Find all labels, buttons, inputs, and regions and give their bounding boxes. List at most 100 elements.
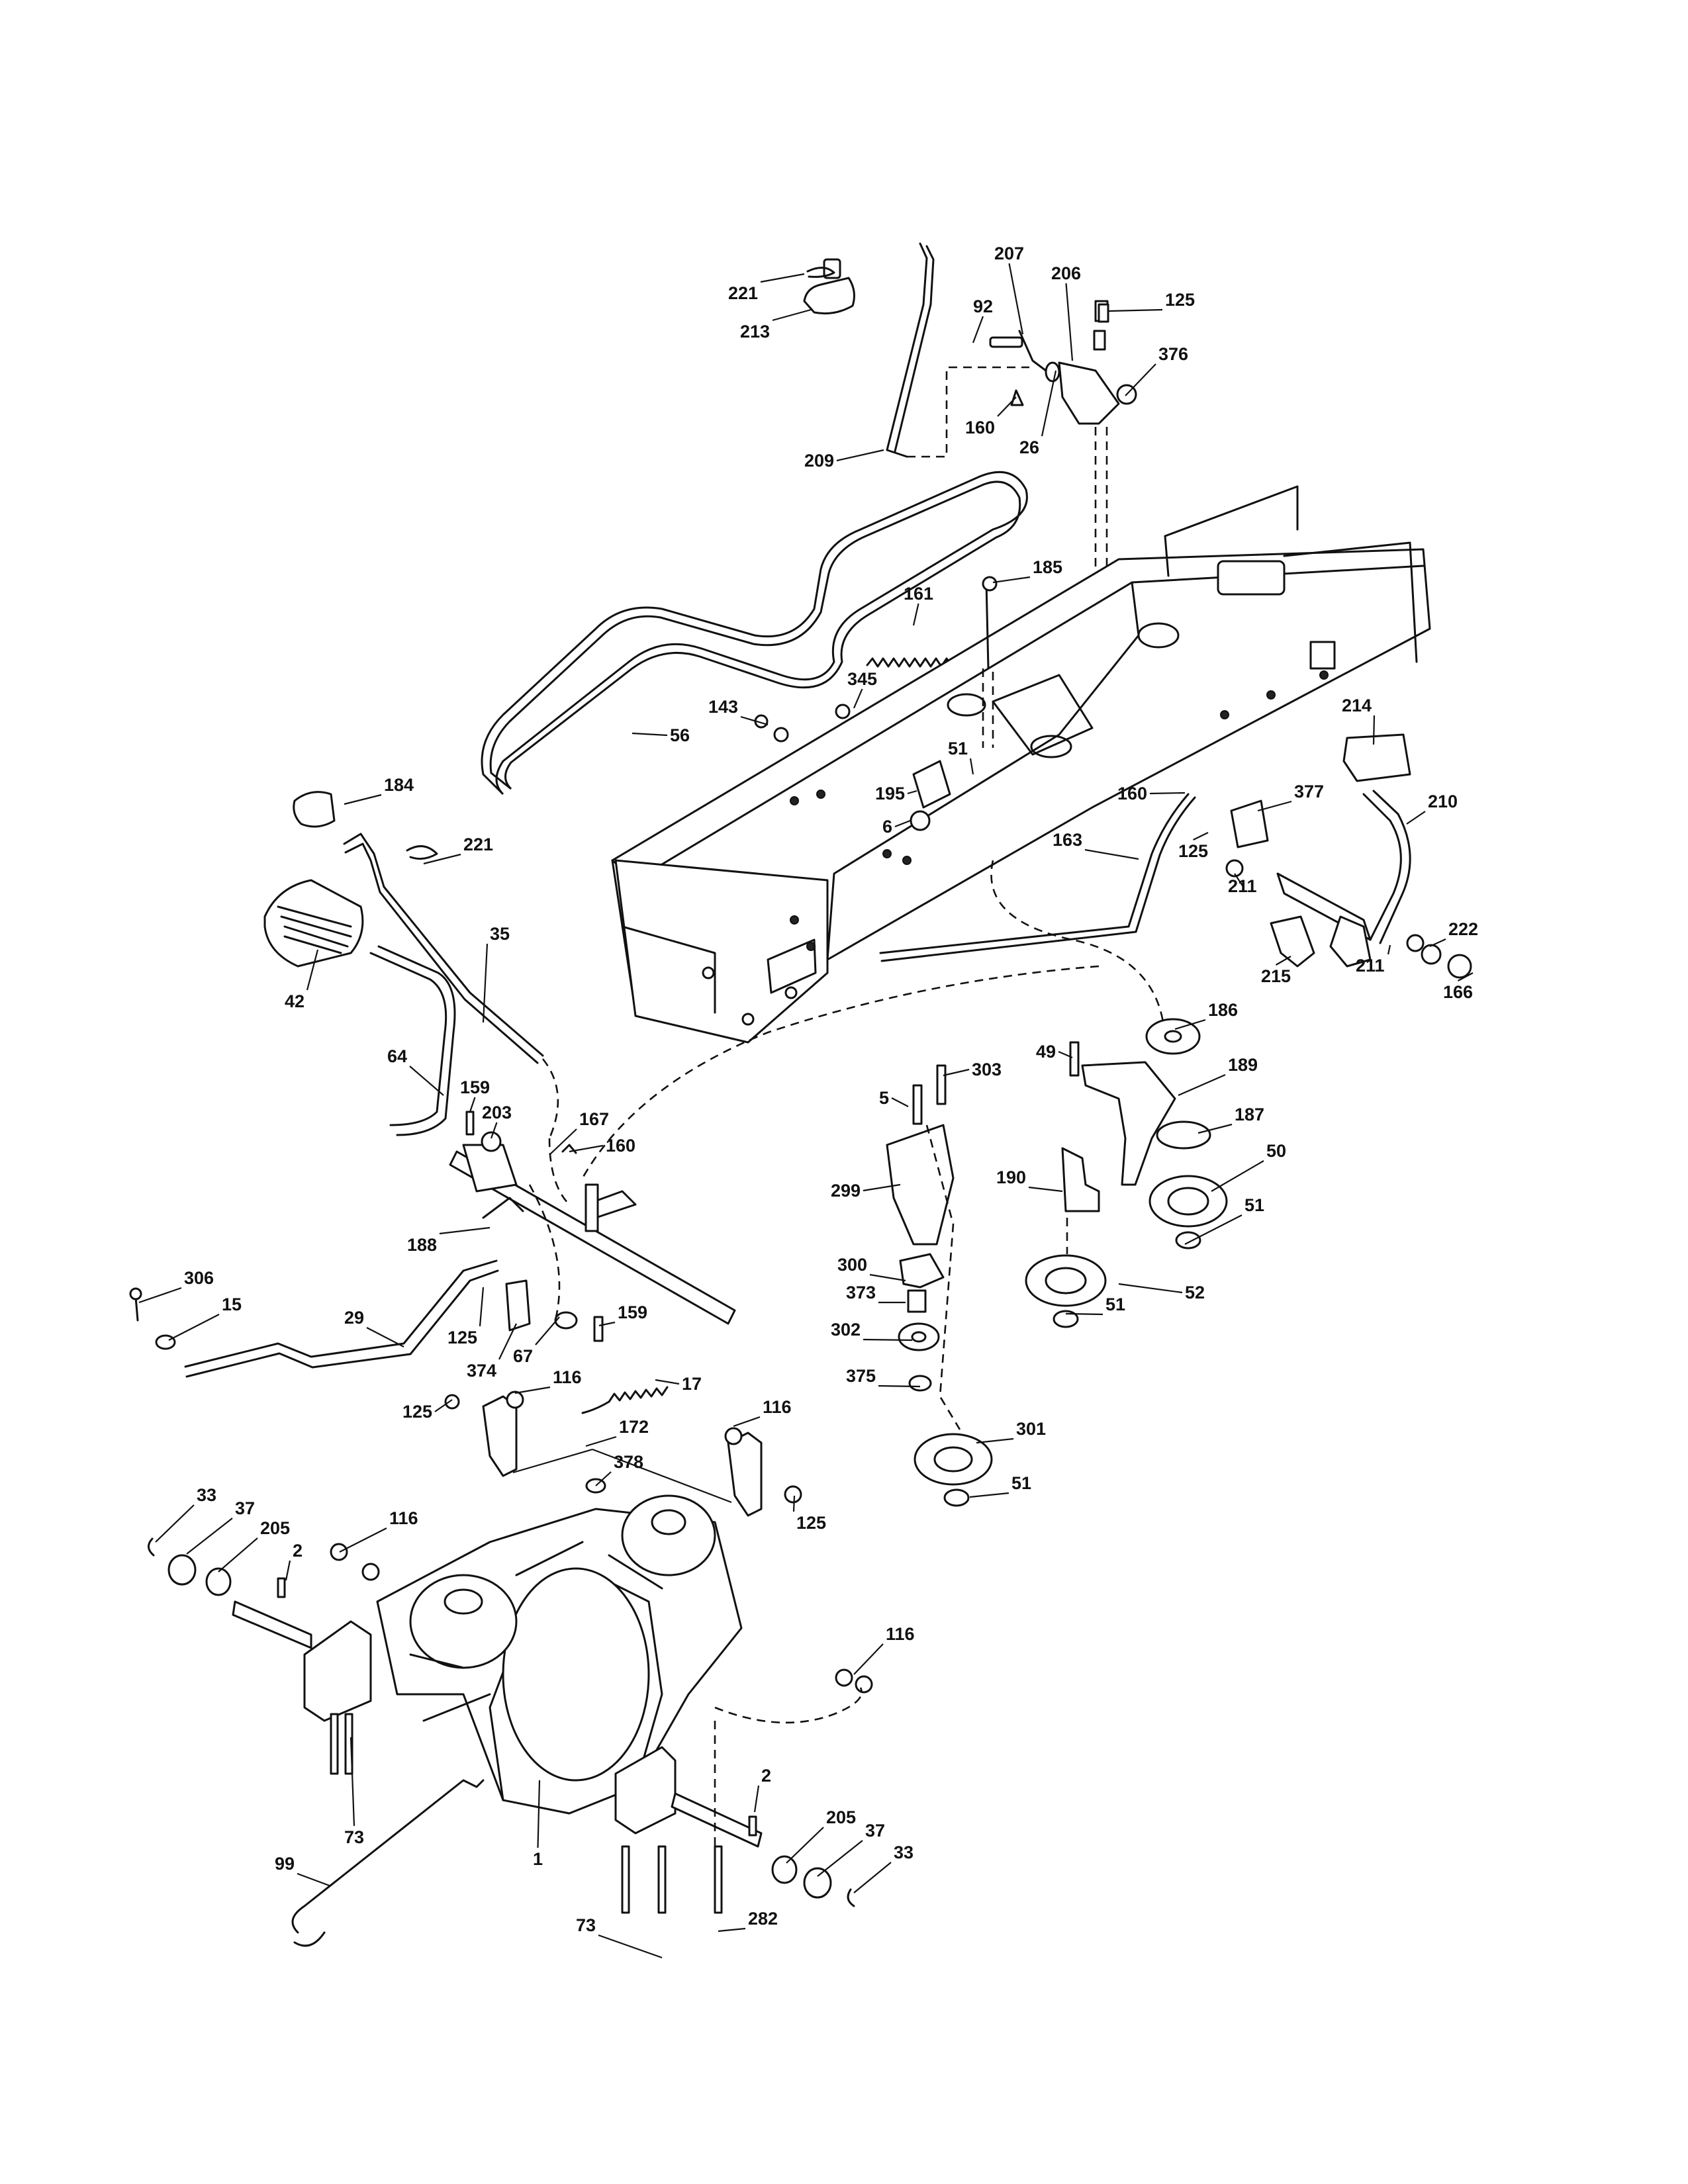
leader-l300: [869, 1273, 906, 1282]
leader-l374: [498, 1323, 517, 1360]
axle-left: [232, 1600, 312, 1649]
leader-l2b: [753, 1785, 760, 1813]
callout-l125d: 125: [402, 1402, 432, 1422]
callout-l213: 213: [740, 322, 770, 341]
callout-l190: 190: [996, 1167, 1026, 1187]
bracket-377: [1230, 799, 1269, 848]
tractor-frame: [611, 485, 1431, 1044]
leader-l125c: [479, 1287, 485, 1327]
callout-l211b: 211: [1356, 956, 1385, 976]
callout-l221b: 221: [463, 835, 493, 854]
leader-l116c: [339, 1527, 387, 1553]
shift-lever-group: [803, 242, 1137, 711]
callout-leaders: [138, 263, 1474, 1959]
leader-l1: [537, 1780, 541, 1848]
leader-l49: [1058, 1050, 1073, 1059]
callout-l166: 166: [1443, 982, 1473, 1002]
hair-pin-221b: [406, 845, 438, 860]
rod-29: [184, 1259, 498, 1368]
leader-l56: [632, 732, 668, 737]
callout-l2b: 2: [761, 1766, 771, 1786]
spring-17: [581, 1386, 669, 1414]
leader-l282: [718, 1927, 746, 1933]
callout-l33b: 33: [894, 1843, 914, 1862]
callout-l205a: 205: [260, 1518, 290, 1538]
callout-l300: 300: [837, 1255, 867, 1275]
latch-215: [1270, 915, 1315, 968]
leader-l73b: [598, 1934, 663, 1959]
leader-l210: [1406, 811, 1426, 825]
pulley-50: [1149, 1175, 1228, 1228]
callout-l42: 42: [285, 991, 305, 1011]
leader-l303: [943, 1068, 970, 1077]
leader-l116b: [733, 1416, 761, 1428]
callout-l5: 5: [879, 1088, 889, 1108]
bracket-299: [886, 1124, 955, 1246]
leader-l188: [439, 1226, 491, 1235]
callout-l67: 67: [513, 1346, 533, 1366]
callout-l222: 222: [1448, 919, 1478, 939]
callout-l51a: 51: [948, 739, 968, 758]
leader-l51a: [969, 758, 974, 775]
leader-l205a: [218, 1537, 258, 1572]
leader-l306: [138, 1287, 182, 1304]
leader-l125a: [1108, 308, 1163, 312]
shaft-188: [449, 1150, 736, 1325]
idler-pulley-group: [1025, 1018, 1228, 1328]
callout-l187: 187: [1235, 1105, 1264, 1124]
leader-l167: [549, 1128, 577, 1156]
callout-l184: 184: [384, 775, 414, 795]
leader-l92: [972, 316, 984, 343]
callout-l209: 209: [804, 451, 834, 471]
leader-l73a: [350, 1737, 355, 1827]
leader-l51d: [969, 1492, 1009, 1498]
leader-l203: [490, 1122, 498, 1139]
leader-l378: [595, 1471, 612, 1486]
callout-l29: 29: [344, 1308, 364, 1328]
callout-l159a: 159: [460, 1077, 490, 1097]
callout-l185: 185: [1033, 557, 1062, 577]
leader-l160b: [1149, 792, 1186, 795]
leader-l67: [535, 1316, 560, 1345]
callout-l125a: 125: [1165, 290, 1195, 310]
callout-l160c: 160: [606, 1136, 635, 1156]
drive-belt-56: [481, 471, 1028, 796]
leader-l33a: [155, 1504, 195, 1543]
shift-lever-rod: [886, 242, 928, 458]
callout-l51c: 51: [1105, 1295, 1125, 1314]
callout-l160a: 160: [965, 418, 995, 437]
callout-l116a: 116: [553, 1367, 582, 1387]
knob-184: [293, 791, 336, 828]
leader-l213: [772, 308, 812, 322]
callout-l1: 1: [533, 1849, 543, 1869]
leader-l211a: [1234, 873, 1244, 887]
leader-l376: [1125, 363, 1156, 396]
callout-l116b: 116: [763, 1397, 792, 1417]
leader-l143: [740, 715, 769, 726]
bracket-190: [1061, 1147, 1100, 1212]
leader-l125d: [434, 1399, 453, 1412]
bypass-rod-99: [291, 1779, 485, 1934]
bracket-374: [505, 1279, 531, 1332]
leader-l195: [907, 790, 917, 795]
center-pulley-stack: [886, 1064, 993, 1507]
callout-l206: 206: [1051, 263, 1081, 283]
callout-l56: 56: [670, 725, 690, 745]
leader-l160c: [569, 1144, 604, 1153]
transaxle-1: [148, 1494, 873, 1947]
callout-l195: 195: [875, 784, 905, 803]
leader-l125b: [1193, 832, 1209, 841]
callout-l161: 161: [904, 584, 933, 604]
callout-l299: 299: [831, 1181, 861, 1201]
leader-l116a: [514, 1386, 551, 1394]
leader-l50: [1211, 1160, 1264, 1192]
callout-l282: 282: [748, 1909, 778, 1929]
leader-l184: [344, 794, 382, 805]
callout-l73b: 73: [576, 1915, 596, 1935]
callout-l186: 186: [1208, 1000, 1238, 1020]
callout-l116c: 116: [389, 1508, 418, 1528]
leader-l15: [168, 1314, 220, 1341]
shift-knob: [803, 277, 855, 315]
callout-l33a: 33: [197, 1485, 216, 1505]
